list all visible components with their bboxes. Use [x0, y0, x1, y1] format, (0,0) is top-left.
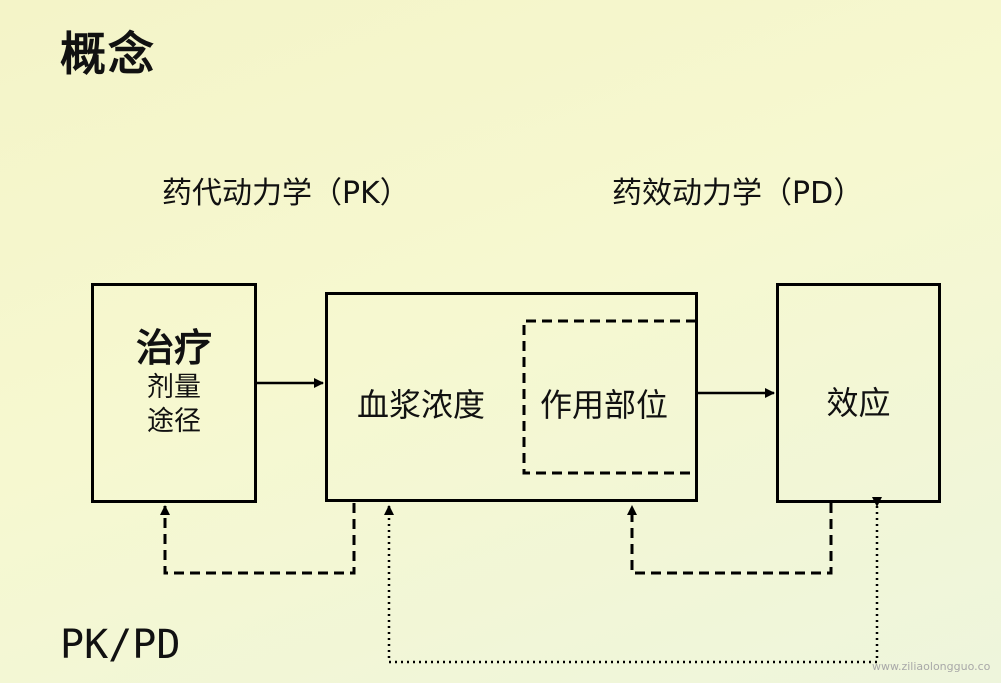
pkpd-label: PK/PD — [60, 622, 181, 668]
pk-heading: 药代动力学（PK） — [162, 176, 410, 211]
treatment-box — [91, 283, 257, 503]
page-title: 概念 — [60, 27, 156, 81]
site-of-action-box — [522, 319, 696, 475]
watermark: www.ziliaolongguo.co — [872, 660, 991, 673]
pd-feedback-loop — [627, 503, 833, 575]
pkpd-dotted-loop — [384, 497, 882, 664]
effect-label: 效应 — [826, 384, 891, 422]
route-label: 途径 — [147, 406, 201, 437]
pd-heading: 药效动力学（PD） — [612, 176, 864, 211]
pk-feedback-loop — [160, 503, 356, 575]
site-of-action-label: 作用部位 — [540, 386, 669, 424]
plasma-concentration-label: 血浆浓度 — [357, 386, 486, 424]
treatment-label: 治疗 — [135, 326, 212, 370]
dose-label: 剂量 — [147, 372, 201, 403]
